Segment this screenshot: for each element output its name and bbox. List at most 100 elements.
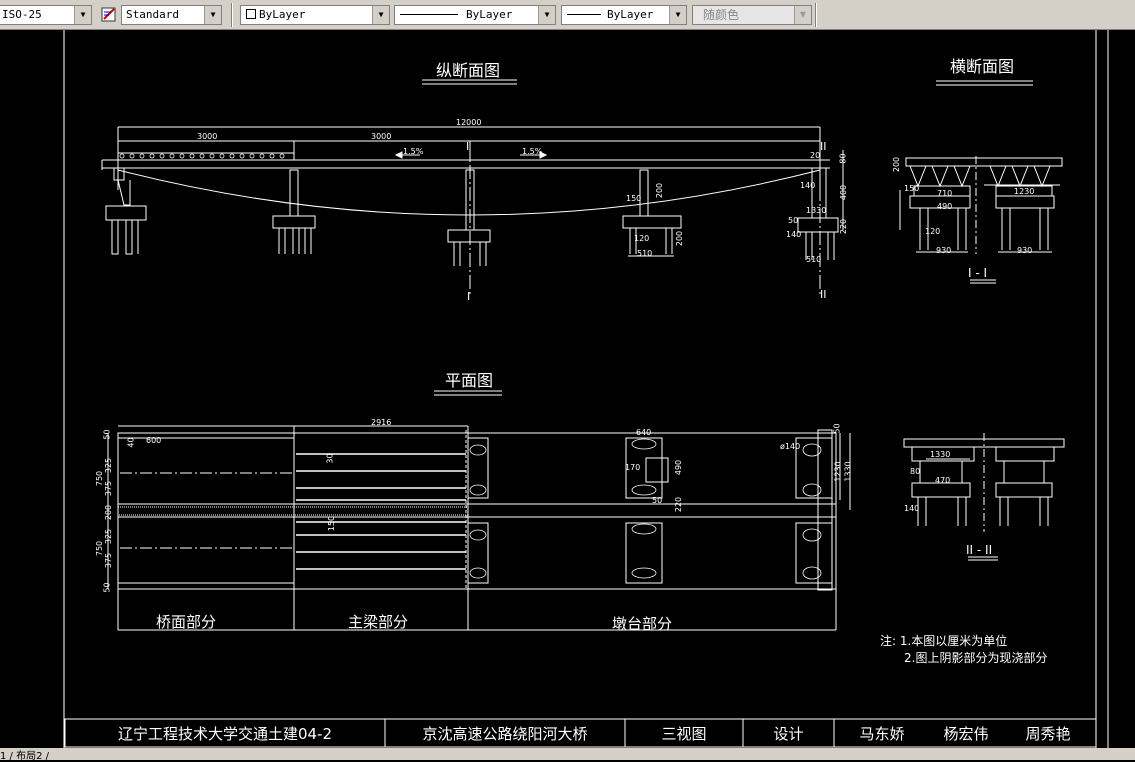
section-label-I: I - I — [968, 266, 988, 280]
layout-tabs[interactable]: 1 / 布局2 / — [0, 751, 49, 762]
dim-text: 140 — [786, 230, 802, 239]
linetype-select[interactable]: ByLayer ▼ — [394, 5, 556, 25]
deck-soffit — [117, 169, 821, 216]
section-label-II: II - II — [966, 543, 993, 557]
section-mark-II-bottom: II — [820, 288, 827, 301]
lineweight-value: ByLayer — [607, 8, 654, 21]
textstyle-select[interactable]: Standard ▼ — [121, 5, 222, 25]
dim-text: 200 — [104, 504, 114, 521]
linetype-preview — [400, 14, 458, 15]
dim-text: 490 — [937, 202, 953, 211]
chevron-down-icon: ▼ — [372, 6, 389, 24]
dim-text: 220 — [674, 496, 684, 513]
part-label-deck: 桥面部分 — [156, 613, 217, 631]
view-title-plan: 平面图 — [445, 371, 494, 390]
textstyle-manager-icon[interactable] — [100, 5, 120, 25]
dim-text: 140 — [800, 181, 816, 190]
cast-in-place-hatch — [117, 506, 469, 516]
dim-text: 1330 — [930, 450, 951, 459]
view-title-longitudinal: 纵断面图 — [436, 61, 501, 80]
title-block-project: 京沈高速公路绕阳河大桥 — [422, 725, 588, 743]
layer-value: ByLayer — [259, 8, 306, 21]
title-block-designer-3: 周秀艳 — [1025, 725, 1071, 743]
dim-text: 50 — [788, 216, 799, 225]
title-block-drawing-name: 三视图 — [661, 725, 707, 743]
layout-tabs-bar: 1 / 布局2 / — [0, 748, 1135, 762]
section-mark-II-top: II — [820, 140, 827, 153]
chevron-down-icon: ▼ — [74, 6, 91, 24]
dim-text: 1.5% — [403, 147, 424, 156]
dim-text: 140 — [904, 504, 920, 513]
title-block-frame — [64, 718, 1097, 748]
dim-text: 470 — [935, 476, 951, 485]
dim-text: 640 — [636, 428, 652, 437]
layer-color-swatch — [246, 9, 256, 19]
note-line-2: 2.图上阴影部分为现浇部分 — [904, 651, 1048, 665]
linetype-value: ByLayer — [466, 8, 513, 21]
chevron-down-icon: ▼ — [794, 6, 811, 24]
dim-text: 220 — [839, 218, 849, 235]
textstyle-value: Standard — [126, 8, 179, 21]
plan-outline — [117, 432, 837, 590]
dim-text: 120 — [634, 234, 650, 243]
dim-text: 2916 — [371, 418, 392, 427]
dim-text: 400 — [839, 184, 849, 201]
cad-drawing — [63, 30, 1109, 748]
plotstyle-select[interactable]: 随颜色 ▼ — [692, 5, 812, 25]
dim-text: 150 — [327, 515, 337, 532]
dim-text: 750 — [95, 540, 105, 557]
dim-text: 50 — [102, 582, 112, 593]
toolbar-separator — [815, 3, 817, 27]
dim-text: 80 — [910, 467, 921, 476]
dim-text: 50 — [832, 423, 842, 434]
dim-text: 1.5% — [522, 147, 543, 156]
layer-select[interactable]: ByLayer ▼ — [240, 5, 390, 25]
dim-text: 3000 — [197, 132, 218, 141]
dim-text: ø140 — [780, 442, 801, 451]
dim-text: 510 — [637, 249, 653, 258]
section-mark-I-bottom: I — [467, 290, 471, 303]
dimstyle-value: ISO-25 — [2, 8, 42, 21]
dim-text: 150 — [626, 194, 642, 203]
dim-text: 20 — [810, 151, 821, 160]
dim-text: 200 — [675, 230, 685, 247]
dim-text: 200 — [655, 182, 665, 199]
dim-text: 325 — [104, 457, 114, 474]
dim-text: 200 — [892, 156, 902, 173]
dim-text: 170 — [625, 463, 641, 472]
dim-text: 1230 — [833, 461, 843, 482]
title-block-role: 设计 — [773, 725, 804, 743]
title-block-designer-2: 杨宏伟 — [943, 725, 989, 743]
dim-text: 375 — [104, 552, 114, 569]
dim-text: 3000 — [371, 132, 392, 141]
properties-toolbar: ISO-25 ▼ Standard ▼ ByLayer ▼ ByLayer ▼ … — [0, 0, 1135, 30]
title-block-designer-1: 马东娇 — [859, 725, 905, 743]
dim-text: 930 — [1017, 246, 1033, 255]
lineweight-select[interactable]: ByLayer ▼ — [561, 5, 687, 25]
chevron-down-icon: ▼ — [204, 6, 221, 24]
dim-text: 600 — [146, 436, 162, 445]
dim-text: 30 — [325, 453, 335, 464]
dim-text: 50 — [102, 429, 112, 440]
title-block-school: 辽宁工程技术大学交通土建04-2 — [117, 725, 333, 743]
dimstyle-select[interactable]: ISO-25 ▼ — [0, 5, 92, 25]
view-title-cross-section: 横断面图 — [950, 57, 1015, 76]
plotstyle-value: 随颜色 — [703, 8, 740, 22]
dim-text: 80 — [838, 153, 848, 164]
chevron-down-icon: ▼ — [538, 6, 555, 24]
note-line-1: 注: 1.本图以厘米为单位 — [880, 634, 1008, 648]
dim-text: 930 — [936, 246, 952, 255]
toolbar-separator — [231, 3, 233, 27]
dim-text: 40 — [126, 437, 136, 448]
dim-text: 120 — [925, 227, 941, 236]
dim-text: 710 — [937, 189, 953, 198]
dim-text: 50 — [652, 496, 663, 505]
lineweight-preview — [567, 14, 601, 15]
dim-text: 750 — [95, 470, 105, 487]
dim-text: 510 — [806, 255, 822, 264]
dim-text: 12000 — [456, 118, 482, 127]
dim-text: 375 — [104, 480, 114, 497]
section-mark-I-top: I — [466, 140, 470, 153]
drawing-canvas[interactable]: 纵断面图 横断面图 平面图 I - I II - II I I II II 桥面… — [0, 30, 1135, 760]
dim-text: 490 — [674, 459, 684, 476]
